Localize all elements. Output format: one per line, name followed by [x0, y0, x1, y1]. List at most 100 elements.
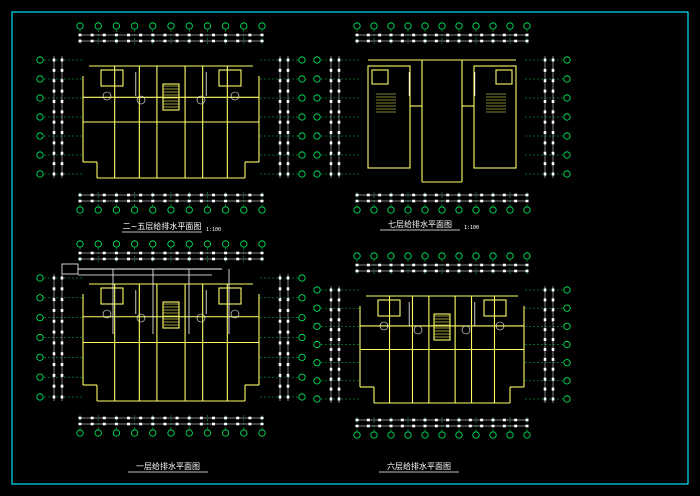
dimension-tick [551, 58, 555, 62]
axis-bubble-left [313, 151, 321, 159]
room-outline [483, 299, 507, 317]
dimension-tick [412, 418, 416, 422]
dimension-tick [278, 131, 282, 135]
dimension-tick [543, 298, 547, 302]
dimension-tick [90, 33, 94, 37]
dimension-tick [163, 33, 167, 37]
dimension-tick [355, 424, 359, 428]
dimension-tick [175, 199, 179, 203]
axis-bubble-top [203, 240, 211, 248]
dimension-tick [286, 352, 290, 356]
axis-bubble-bottom [421, 431, 429, 439]
dimension-tick [286, 384, 290, 388]
room-outline [100, 69, 124, 87]
axis-bubble-top [76, 22, 84, 30]
dimension-tick [329, 328, 333, 332]
dimension-tick [446, 33, 450, 37]
axis-bubble-right [298, 94, 306, 102]
dimension-tick [52, 99, 56, 103]
dimension-tick [78, 251, 82, 255]
dimension-tick [480, 424, 484, 428]
dimension-tick [329, 387, 333, 391]
dimension-tick [543, 318, 547, 322]
dimension-tick [551, 172, 555, 176]
dimension-tick [502, 263, 506, 267]
axis-bubble-bottom [167, 206, 175, 214]
axis-bubble-top [472, 252, 480, 260]
dimension-tick [199, 39, 203, 43]
dimension-tick [543, 387, 547, 391]
dimension-tick [260, 416, 264, 420]
floor-plan-3: 一层给排水平面图 [36, 240, 306, 473]
dimension-tick [248, 416, 252, 420]
axis-bubble-bottom [387, 206, 395, 214]
dimension-tick [329, 298, 333, 302]
dimension-tick [423, 33, 427, 37]
dimension-tick [543, 131, 547, 135]
dimension-tick [52, 162, 56, 166]
dimension-tick [434, 424, 438, 428]
dimension-tick [457, 39, 461, 43]
axis-bubble-bottom [438, 431, 446, 439]
plumbing-fixture [136, 95, 146, 105]
dimension-tick [286, 151, 290, 155]
dimension-tick [163, 193, 167, 197]
axis-bubble-top [455, 22, 463, 30]
axis-bubble-bottom [506, 206, 514, 214]
dimension-tick [480, 199, 484, 203]
axis-bubble-bottom [94, 206, 102, 214]
dimension-tick [366, 424, 370, 428]
dimension-tick [366, 39, 370, 43]
dimension-tick [199, 416, 203, 420]
dimension-tick [551, 347, 555, 351]
dimension-tick [502, 193, 506, 197]
axis-bubble-right [563, 56, 571, 64]
dimension-tick [278, 298, 282, 302]
dimension-tick [163, 422, 167, 426]
dimension-tick [199, 422, 203, 426]
dimension-tick [355, 418, 359, 422]
dimension-tick [412, 263, 416, 267]
axis-bubble-top [185, 22, 193, 30]
dimension-tick [502, 418, 506, 422]
dimension-tick [412, 193, 416, 197]
dimension-tick [175, 39, 179, 43]
dimension-tick [355, 39, 359, 43]
dimension-tick [211, 199, 215, 203]
dimension-tick [236, 251, 240, 255]
dimension-tick [400, 269, 404, 273]
dimension-tick [337, 288, 341, 292]
dimension-tick [514, 39, 518, 43]
dimension-tick [329, 288, 333, 292]
dimension-tick [491, 418, 495, 422]
dimension-tick [286, 68, 290, 72]
axis-bubble-bottom [240, 206, 248, 214]
dimension-tick [378, 193, 382, 197]
dimension-tick [60, 363, 64, 367]
dimension-tick [543, 288, 547, 292]
axis-bubble-bottom [472, 206, 480, 214]
axis-bubble-bottom [404, 431, 412, 439]
dimension-tick [329, 318, 333, 322]
dimension-tick [543, 141, 547, 145]
dimension-tick [389, 199, 393, 203]
dimension-tick [52, 373, 56, 377]
dimension-tick [446, 269, 450, 273]
dimension-tick [514, 263, 518, 267]
plumbing-fixture [102, 91, 112, 101]
dimension-tick [525, 33, 529, 37]
dimension-tick [286, 99, 290, 103]
axis-bubble-left [313, 359, 321, 367]
dimension-tick [139, 257, 143, 261]
drawing-title: 一层给排水平面图 [136, 461, 200, 471]
dimension-tick [102, 33, 106, 37]
dimension-tick [551, 328, 555, 332]
room-outline [367, 65, 411, 169]
dimension-tick [551, 151, 555, 155]
axis-bubble-top [523, 22, 531, 30]
axis-bubble-right [298, 314, 306, 322]
dimension-tick [102, 416, 106, 420]
dimension-tick [90, 199, 94, 203]
dimension-tick [355, 199, 359, 203]
dimension-tick [329, 141, 333, 145]
